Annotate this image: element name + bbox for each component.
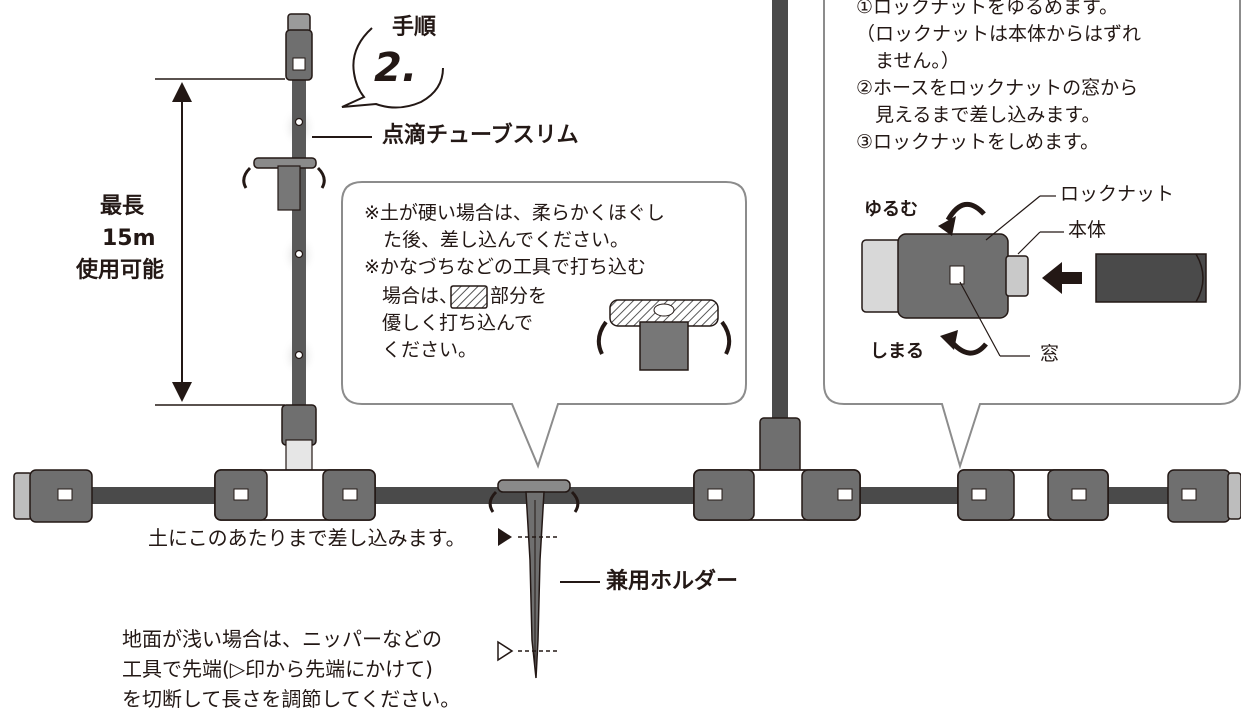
dimension-line1: 最長	[100, 194, 145, 219]
straight-joint	[957, 469, 1109, 521]
callout-right-step: ①ロックナットをゆるめます。	[856, 0, 1119, 18]
end-plug	[285, 13, 313, 81]
tube-holder	[242, 157, 326, 211]
drip-tube-label: 点滴チューブスリム	[382, 123, 579, 148]
callout-right-steps: ①ロックナットをゆるめます。 （ロックナットは本体からはずれ ません。） ②ホー…	[856, 0, 1141, 156]
holder-label: 兼用ホルダー	[606, 569, 739, 594]
callout-middle-sub-c: 優しく打ち込んで	[382, 312, 534, 334]
cut-note: 地面が浅い場合は、ニッパーなどの 工具で先端(▷印から先端にかけて) を切断して…	[122, 624, 460, 714]
step-number: 2.	[374, 45, 418, 91]
callout-middle-sub-a: 場合は、	[382, 285, 459, 307]
main-end-plug-right	[1167, 469, 1241, 523]
vertical-hose-right	[772, 0, 788, 420]
step-label: 手順	[392, 15, 437, 40]
callout-middle-line: ※かなづちなどの工具で打ち込む	[364, 256, 646, 278]
callout-right-step: 見えるまで差し込みます。	[856, 104, 1101, 126]
callout-middle-line: た後、差し込んでください。	[364, 229, 630, 251]
body-label: 本体	[1068, 219, 1107, 241]
t-joint-left	[214, 404, 376, 521]
callout-middle-sub-b: 部分を	[490, 285, 548, 307]
tighten-label: しまる	[870, 341, 924, 362]
cut-note-line: 工具で先端(▷印から先端にかけて)	[122, 657, 433, 681]
dimension-line3: 使用可能	[76, 258, 165, 283]
step-bubble	[341, 27, 444, 109]
dimension-arrow	[155, 78, 285, 406]
callout-right-step: ②ホースをロックナットの窓から	[856, 77, 1139, 99]
callout-right-step: ③ロックナットをしめます。	[856, 131, 1100, 153]
lock-nut-label: ロックナット	[1060, 183, 1175, 205]
drip-tube-slim	[242, 13, 326, 410]
t-joint-right	[693, 417, 861, 521]
window-label: 窓	[1040, 343, 1060, 365]
stake-holder	[488, 479, 600, 679]
callout-right	[823, 0, 1241, 470]
callout-middle-sub-d: ください。	[382, 339, 478, 361]
loosen-label: ゆるむ	[864, 199, 918, 220]
callout-middle	[341, 181, 747, 469]
cut-note-line: 地面が浅い場合は、ニッパーなどの	[122, 627, 442, 651]
callout-right-step: （ロックナットは本体からはずれ	[856, 23, 1142, 45]
callout-middle-text: ※土が硬い場合は、柔らかくほぐし た後、差し込んでください。 ※かなづちなどの工…	[364, 200, 665, 281]
callout-right-step: ません。）	[856, 50, 960, 72]
dimension-line2: 15m	[102, 226, 156, 251]
cut-note-line: を切断して長さを調節してください。	[122, 687, 461, 711]
main-end-plug-left	[13, 469, 93, 523]
callout-middle-line: ※土が硬い場合は、柔らかくほぐし	[364, 202, 665, 224]
insert-depth-note: 土にこのあたりまで差し込みます。	[148, 526, 466, 550]
